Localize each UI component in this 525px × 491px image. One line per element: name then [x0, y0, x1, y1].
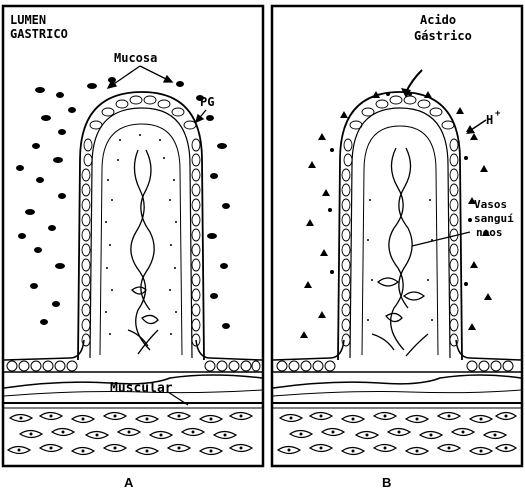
mucosa-label: Mucosa [114, 51, 157, 65]
vessels-label-3: neos [476, 226, 503, 239]
vessels-label: Vasos [474, 198, 507, 211]
muscular-layer-b [273, 403, 521, 455]
panel-a-label: A [124, 475, 134, 490]
epithelium-base-a [4, 340, 262, 372]
muscular-layer-a [4, 403, 262, 455]
gastric-lumen-label: GASTRICO [10, 27, 68, 41]
gastric-acid-label: Gástrico [414, 29, 472, 43]
muscular-label: Muscular [110, 381, 173, 396]
vessels-label-2: sanguí [474, 212, 514, 225]
particles-b [300, 91, 492, 338]
blood-vessels-a [128, 150, 158, 354]
blood-vessels-b [372, 148, 428, 356]
panel-a-frame [3, 6, 263, 466]
villus-b [338, 92, 462, 360]
h-plus-superscript: + [495, 109, 501, 119]
lumen-label: LUMEN [10, 13, 46, 27]
pg-label: PG [200, 95, 214, 109]
submucosa-b [273, 375, 521, 388]
acid-label: Acido [420, 13, 456, 27]
h-plus-label: H [486, 113, 493, 127]
panel-a: LUMEN GASTRICO Mucosa PG Muscular [3, 6, 263, 466]
villus-a [78, 92, 204, 360]
epithelium-base-b [273, 340, 521, 372]
panel-b: Acido Gástrico H + Vasos sanguí neos [272, 6, 522, 466]
panel-b-label: B [382, 475, 391, 490]
